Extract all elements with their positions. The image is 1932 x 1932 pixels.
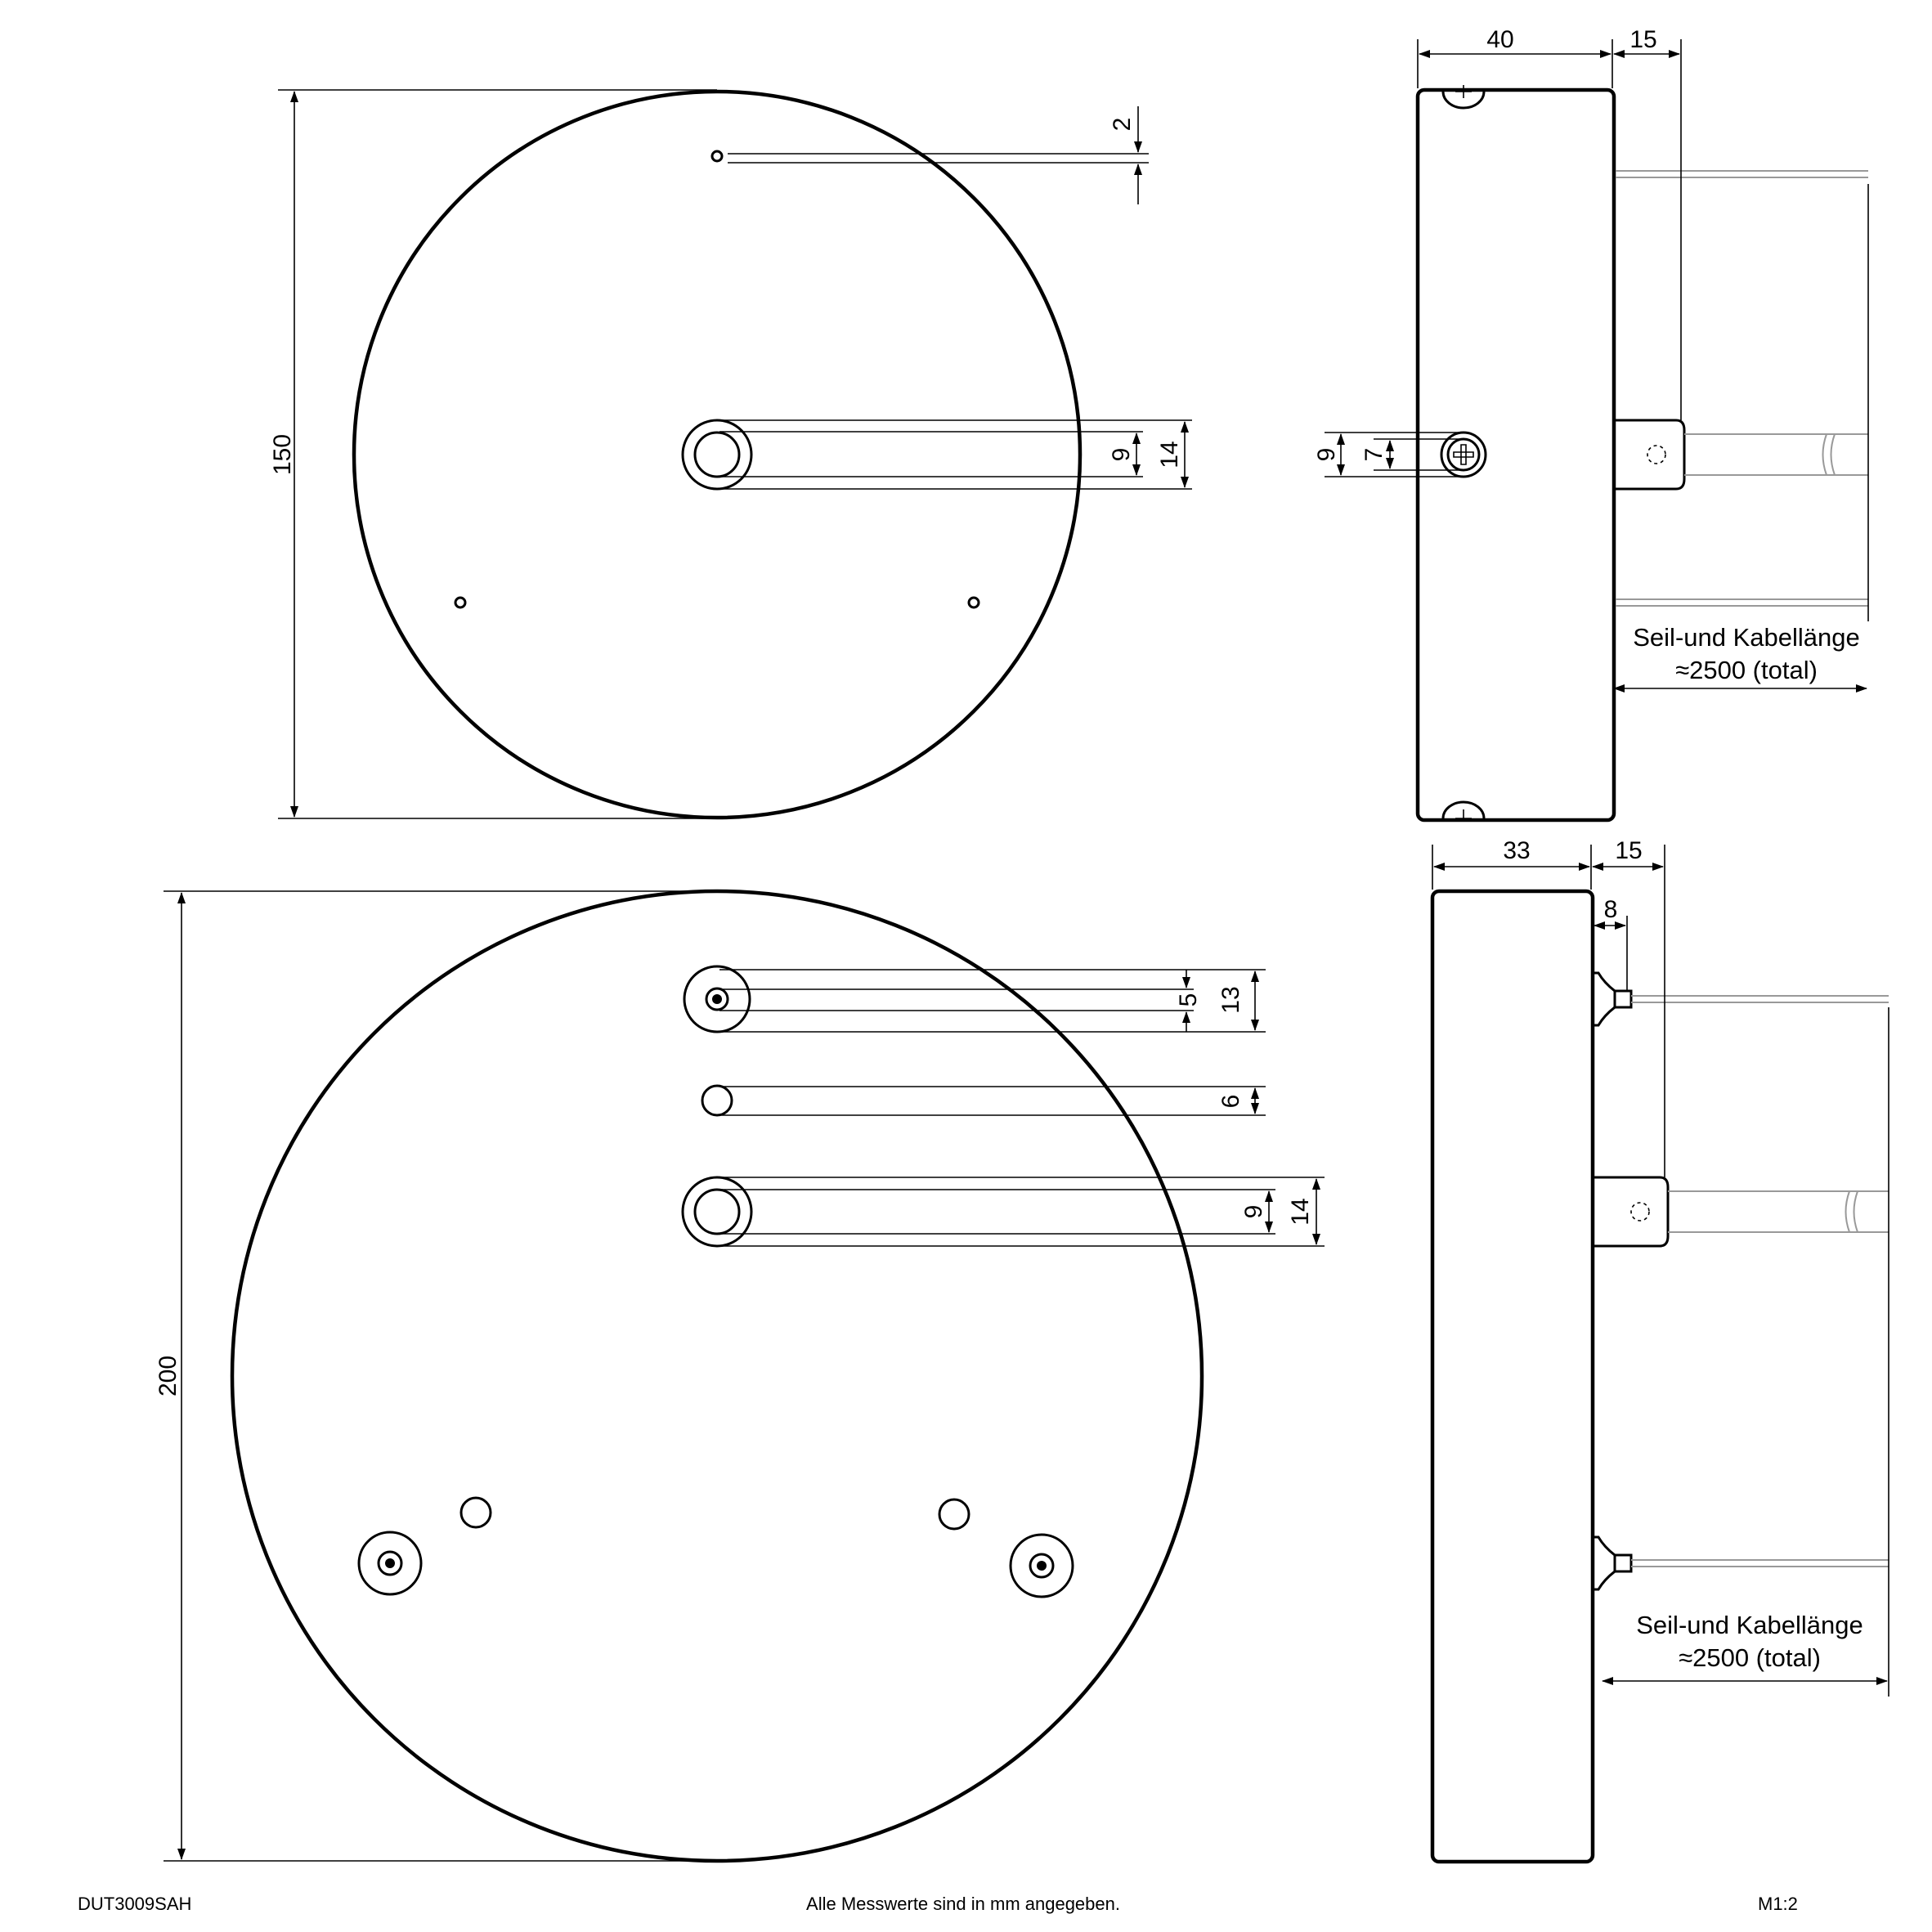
left-mount-hole <box>454 596 467 609</box>
center-14-label: 14 <box>1156 441 1183 468</box>
screw-head-top <box>1441 91 1486 110</box>
canopy-outline-large <box>230 889 1204 1863</box>
canopy-side-small <box>1415 87 1616 823</box>
small-hole-6-label: 6 <box>1217 1095 1244 1109</box>
upper-5-label: 5 <box>1175 993 1202 1007</box>
canopy-side-large <box>1430 889 1595 1864</box>
footer: DUT3009SAH Alle Messwerte sind in mm ang… <box>78 1894 1798 1914</box>
cable-note-line2-bottom: ≈2500 (total) <box>1679 1643 1821 1672</box>
left-cable-grommet-outer <box>357 1531 423 1596</box>
bottom-center-14-label: 14 <box>1287 1198 1314 1225</box>
lower-side-grommet <box>1593 1535 1616 1591</box>
upper-side-grommet <box>1593 971 1616 1027</box>
bottom-center-grommet-inner <box>693 1188 741 1235</box>
depth-40-label: 40 <box>1486 26 1513 53</box>
side-screw-inner <box>1446 437 1481 472</box>
scale-label: M1:2 <box>1758 1894 1798 1914</box>
screw-head-bottom <box>1441 800 1486 819</box>
cable-note-line1-bottom: Seil-und Kabellänge <box>1636 1611 1863 1639</box>
right-small-hole <box>938 1498 970 1531</box>
bottom-center-9-label: 9 <box>1240 1205 1267 1219</box>
screw-7-label: 7 <box>1360 448 1387 462</box>
bottom-center-grommet-outer <box>681 1176 753 1248</box>
bottom-cable-stud <box>1593 1176 1670 1248</box>
protrusion-15-label: 15 <box>1629 26 1656 53</box>
upper-grommet-outer <box>683 965 751 1033</box>
hole-2-label: 2 <box>1109 118 1136 132</box>
protrusion-15-label-bottom: 15 <box>1615 837 1642 864</box>
center-grommet-outer <box>681 419 753 491</box>
upper-13-label: 13 <box>1217 986 1244 1013</box>
depth-33-label: 33 <box>1503 837 1530 864</box>
upper-grommet-mid <box>705 987 729 1011</box>
center-grommet-inner <box>693 431 741 478</box>
cable-note-line2-top: ≈2500 (total) <box>1675 656 1818 684</box>
units-note: Alle Messwerte sind in mm angegeben. <box>806 1894 1120 1914</box>
right-cable-grommet-inner <box>1029 1553 1055 1579</box>
small-mount-hole <box>701 1084 733 1117</box>
article-number: DUT3009SAH <box>78 1894 191 1914</box>
right-cable-grommet-outer <box>1009 1533 1074 1598</box>
canopy-outline-small <box>352 89 1083 820</box>
top-mount-hole <box>710 150 724 163</box>
height-200-label: 200 <box>155 1356 182 1396</box>
bottom-front-view: 200 5 13 6 9 14 <box>155 889 1325 1863</box>
top-side-view: 9 7 40 15 Seil-und Kabellänge ≈2500 (tot… <box>1313 26 1869 823</box>
top-front-view: 150 2 9 14 <box>269 89 1192 820</box>
height-150-label: 150 <box>269 434 296 475</box>
left-small-hole <box>459 1496 492 1529</box>
left-cable-grommet-inner <box>377 1550 403 1576</box>
bottom-side-view: 33 15 8 Seil-und Kabellänge ≈2500 (total… <box>1430 837 1889 1864</box>
right-mount-hole <box>967 596 980 609</box>
cable-note-line1-top: Seil-und Kabellänge <box>1633 623 1860 652</box>
screw-9-label: 9 <box>1313 448 1340 462</box>
center-9-label: 9 <box>1108 448 1135 462</box>
cable-stud <box>1614 419 1686 491</box>
stud-8-label: 8 <box>1604 896 1618 923</box>
